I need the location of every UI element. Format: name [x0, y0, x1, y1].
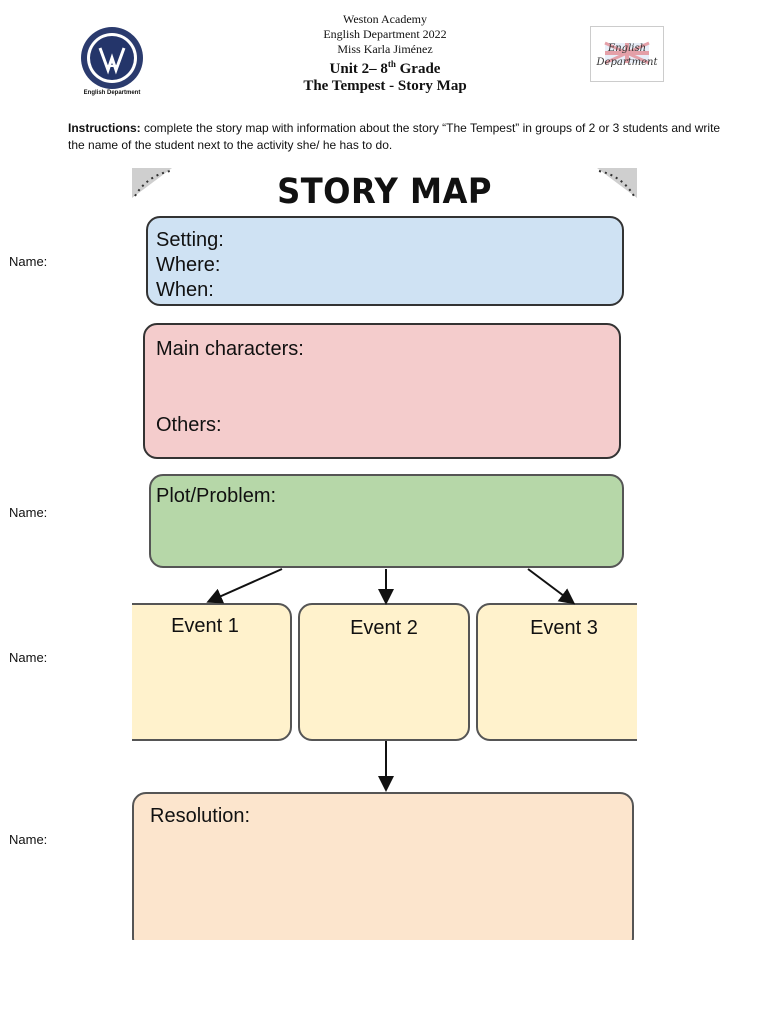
corner-decoration-icon [597, 168, 637, 198]
when-label: When: [156, 279, 214, 301]
weston-academy-logo [81, 27, 143, 89]
panel-mask-right [637, 590, 768, 750]
instructions: Instructions: complete the story map wit… [68, 121, 721, 152]
name-label-events: Name: [9, 650, 48, 665]
teacher-name: Miss Karla Jiménez [337, 42, 433, 56]
department-name: English Department 2022 [323, 27, 447, 41]
panel-mask-bottom [120, 940, 650, 960]
others-label: Others: [156, 414, 222, 436]
corner-decoration-icon [132, 168, 172, 198]
plot-box[interactable]: Plot/Problem: [149, 474, 624, 568]
left-logo-caption: English Department [83, 90, 141, 96]
name-label-plot: Name: [9, 505, 48, 520]
resolution-box[interactable]: Resolution: [132, 792, 634, 952]
characters-box[interactable]: Main characters: Others: [143, 323, 621, 459]
resolution-label: Resolution: [150, 805, 251, 827]
event-1-box[interactable]: Event 1 [118, 603, 292, 741]
unit-grade: Unit 2– 8th Grade [329, 59, 441, 77]
main-characters-label: Main characters: [156, 338, 304, 360]
event-2-label: Event 2 [350, 617, 418, 639]
arrow-to-event-1 [206, 568, 283, 604]
arrow-to-event-3 [527, 568, 576, 605]
document-header: Weston Academy English Department 2022 M… [200, 12, 570, 95]
name-label-setting: Name: [9, 254, 48, 269]
flag-icon: English Department [596, 41, 659, 68]
right-logo-text-2: Department [596, 57, 659, 68]
plot-label: Plot/Problem: [156, 485, 277, 507]
setting-label: Setting: [156, 229, 224, 251]
name-label-resolution: Name: [9, 832, 48, 847]
setting-box[interactable]: Setting: Where: When: [146, 216, 624, 306]
event-1-label: Event 1 [171, 615, 239, 637]
english-department-logo: English Department [590, 26, 664, 82]
right-logo-text-1: English [607, 43, 646, 54]
school-name: Weston Academy [342, 12, 427, 26]
document-title: The Tempest - Story Map [303, 78, 467, 94]
panel-mask-left [0, 590, 132, 750]
event-3-box[interactable]: Event 3 [476, 603, 652, 741]
where-label: Where: [156, 254, 221, 276]
story-map-title: STORY MAP [277, 172, 492, 212]
event-3-label: Event 3 [530, 617, 598, 639]
